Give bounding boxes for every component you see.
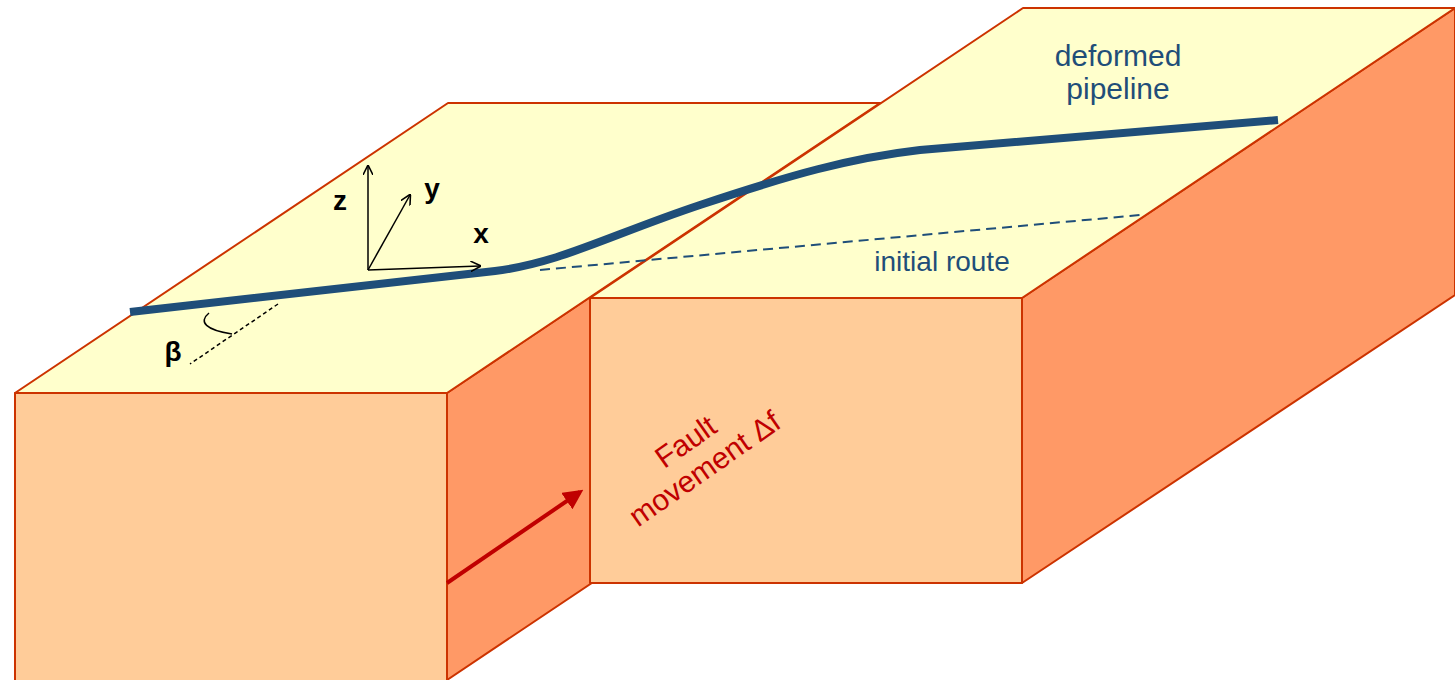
beta-reference-line: [190, 304, 278, 364]
angle-label: β: [164, 337, 181, 368]
fault-arrow: [447, 492, 580, 583]
pipeline-label: deformed pipeline: [1003, 39, 1233, 105]
left-block-front: [15, 393, 447, 680]
right-block-front: [590, 298, 1022, 583]
x-axis: [368, 266, 480, 270]
axis-label: x: [473, 219, 489, 250]
deformed-pipeline: [130, 120, 1278, 312]
z-axis: [367, 166, 369, 270]
beta-arc: [204, 313, 232, 334]
axis-label: y: [424, 174, 440, 205]
axis-label: z: [333, 186, 347, 217]
y-axis: [368, 195, 410, 270]
initial-route-line: [540, 215, 1140, 270]
route-label: initial route: [874, 247, 1009, 278]
